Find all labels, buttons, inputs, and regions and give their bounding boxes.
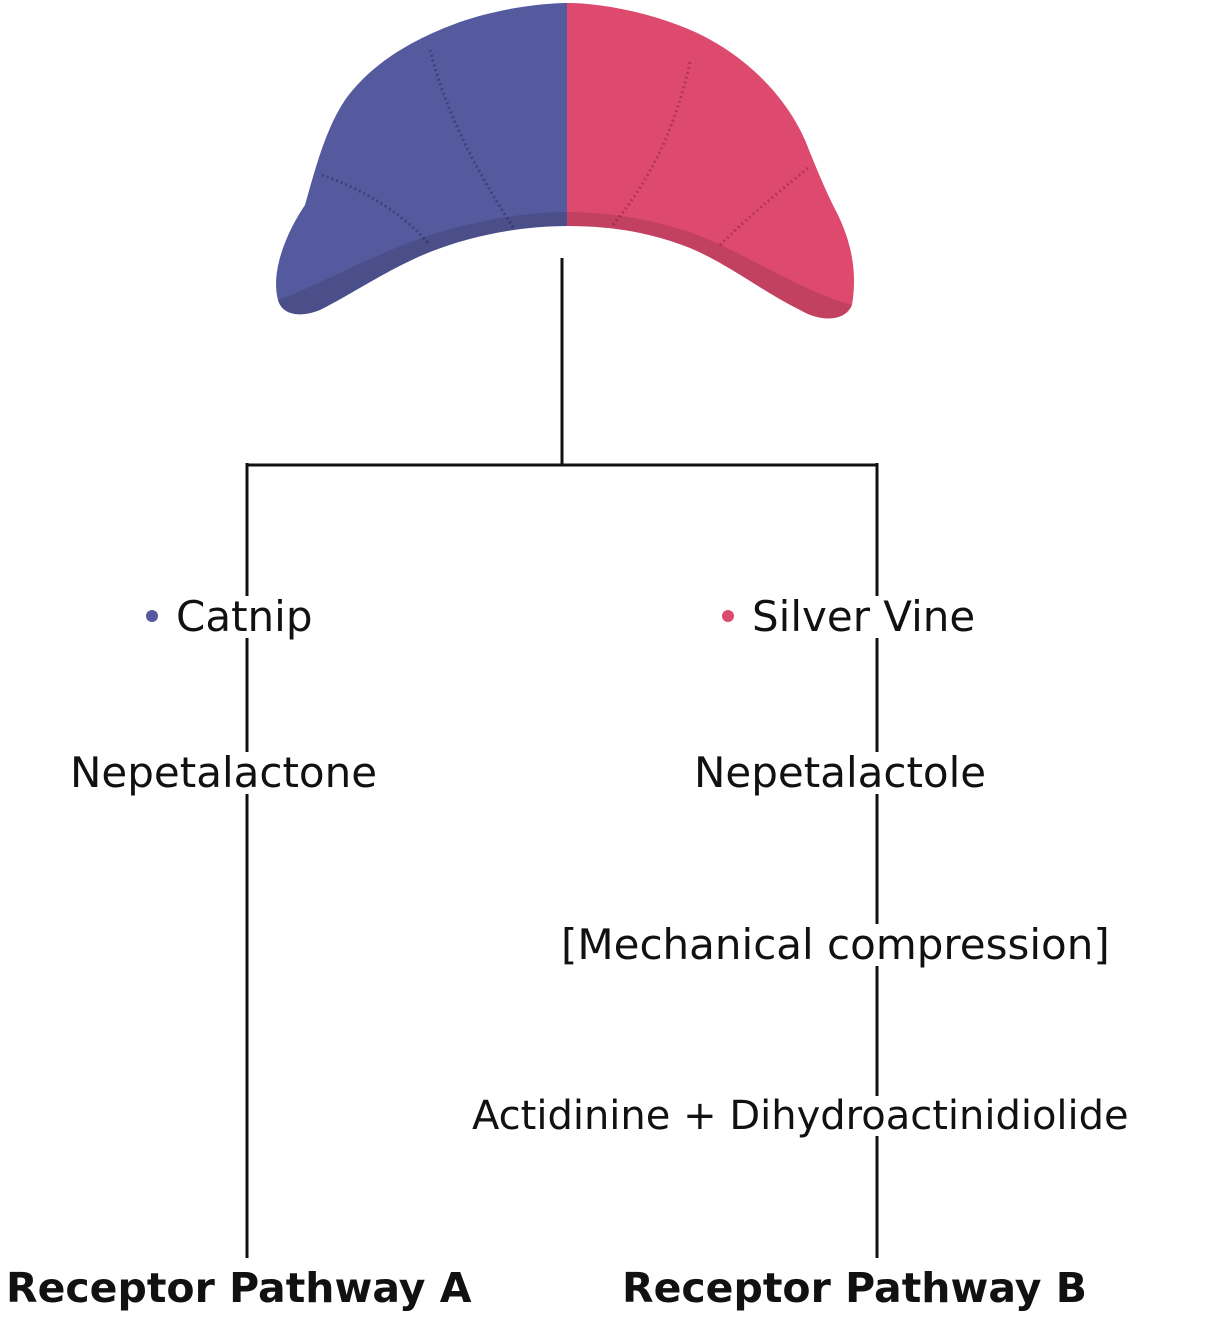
croissant-seam bbox=[321, 173, 432, 246]
receptor-pathway-a-text: Receptor Pathway A bbox=[6, 1264, 472, 1312]
catnip-dot-icon bbox=[146, 609, 158, 622]
silver-vine-dot-icon bbox=[722, 609, 734, 622]
croissant-seam bbox=[610, 61, 692, 227]
actidinine-text: Actidinine + Dihydroactinidiolide bbox=[472, 1093, 1129, 1139]
silver-vine-text: Silver Vine bbox=[752, 592, 976, 641]
nepetalactone-label: Nepetalactone bbox=[64, 752, 384, 794]
receptor-pathway-b-label: Receptor Pathway B bbox=[616, 1268, 1093, 1309]
croissant-right-half bbox=[567, 3, 855, 319]
mechanical-compression-text: [Mechanical compression] bbox=[561, 920, 1110, 969]
nepetalactole-text: Nepetalactole bbox=[694, 748, 987, 797]
silver-vine-label: Silver Vine bbox=[716, 596, 982, 638]
croissant-left-half bbox=[276, 3, 567, 319]
mechanical-compression-label: [Mechanical compression] bbox=[555, 924, 1116, 966]
croissant-seam bbox=[718, 166, 809, 247]
nepetalactole-label: Nepetalactole bbox=[688, 752, 993, 794]
catnip-text: Catnip bbox=[176, 592, 313, 641]
receptor-pathway-b-text: Receptor Pathway B bbox=[622, 1264, 1088, 1312]
receptor-pathway-a-label: Receptor Pathway A bbox=[0, 1268, 478, 1309]
actidinine-label: Actidinine + Dihydroactinidiolide bbox=[470, 1096, 1131, 1136]
croissant-seam bbox=[428, 49, 517, 231]
nepetalactone-text: Nepetalactone bbox=[70, 748, 378, 797]
catnip-label: Catnip bbox=[140, 596, 319, 638]
